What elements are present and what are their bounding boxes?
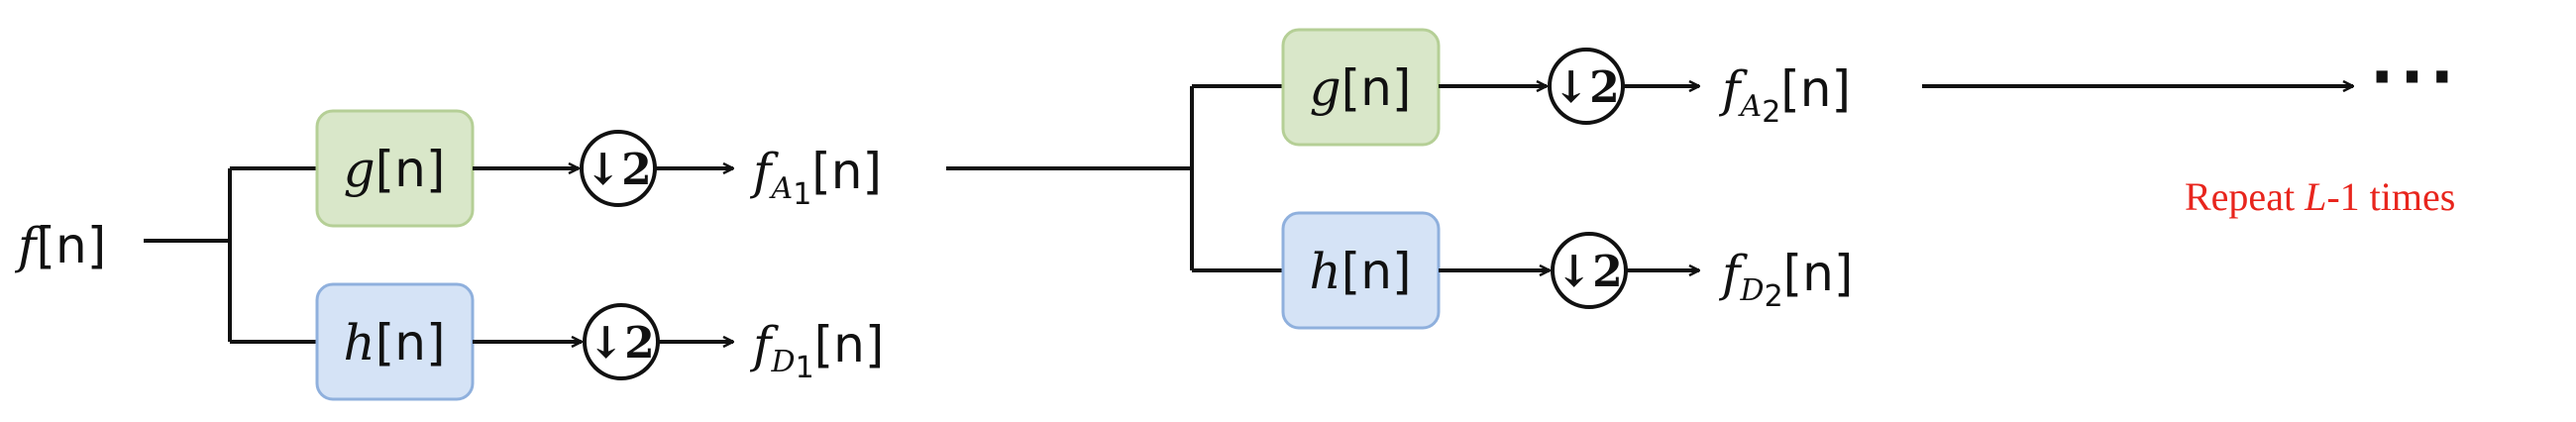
level1-approx-output-label: fA1[n] xyxy=(749,143,882,212)
level1-lowpass-filter-label: g[n] xyxy=(344,141,446,198)
level1-detail-output-label: fD1[n] xyxy=(749,316,884,385)
repeat-note: Repeat L-1 times xyxy=(2185,174,2455,219)
level2-highpass-downsample-label: ↓2 xyxy=(1556,247,1622,297)
level2-approx-output-label: fA2[n] xyxy=(1718,60,1851,130)
level1-lowpass-downsample-label: ↓2 xyxy=(585,145,651,195)
input-signal-label: f[n] xyxy=(14,217,106,274)
level2-lowpass-filter-label: g[n] xyxy=(1310,59,1412,117)
level1-highpass-filter-label: h[n] xyxy=(344,314,446,371)
level2-highpass-filter-label: h[n] xyxy=(1310,243,1412,300)
level2-lowpass-downsample-label: ↓2 xyxy=(1553,62,1619,113)
continuation-ellipsis: ··· xyxy=(2370,42,2460,115)
level1-highpass-downsample-label: ↓2 xyxy=(588,318,654,369)
level2-detail-output-label: fD2[n] xyxy=(1718,245,1853,314)
